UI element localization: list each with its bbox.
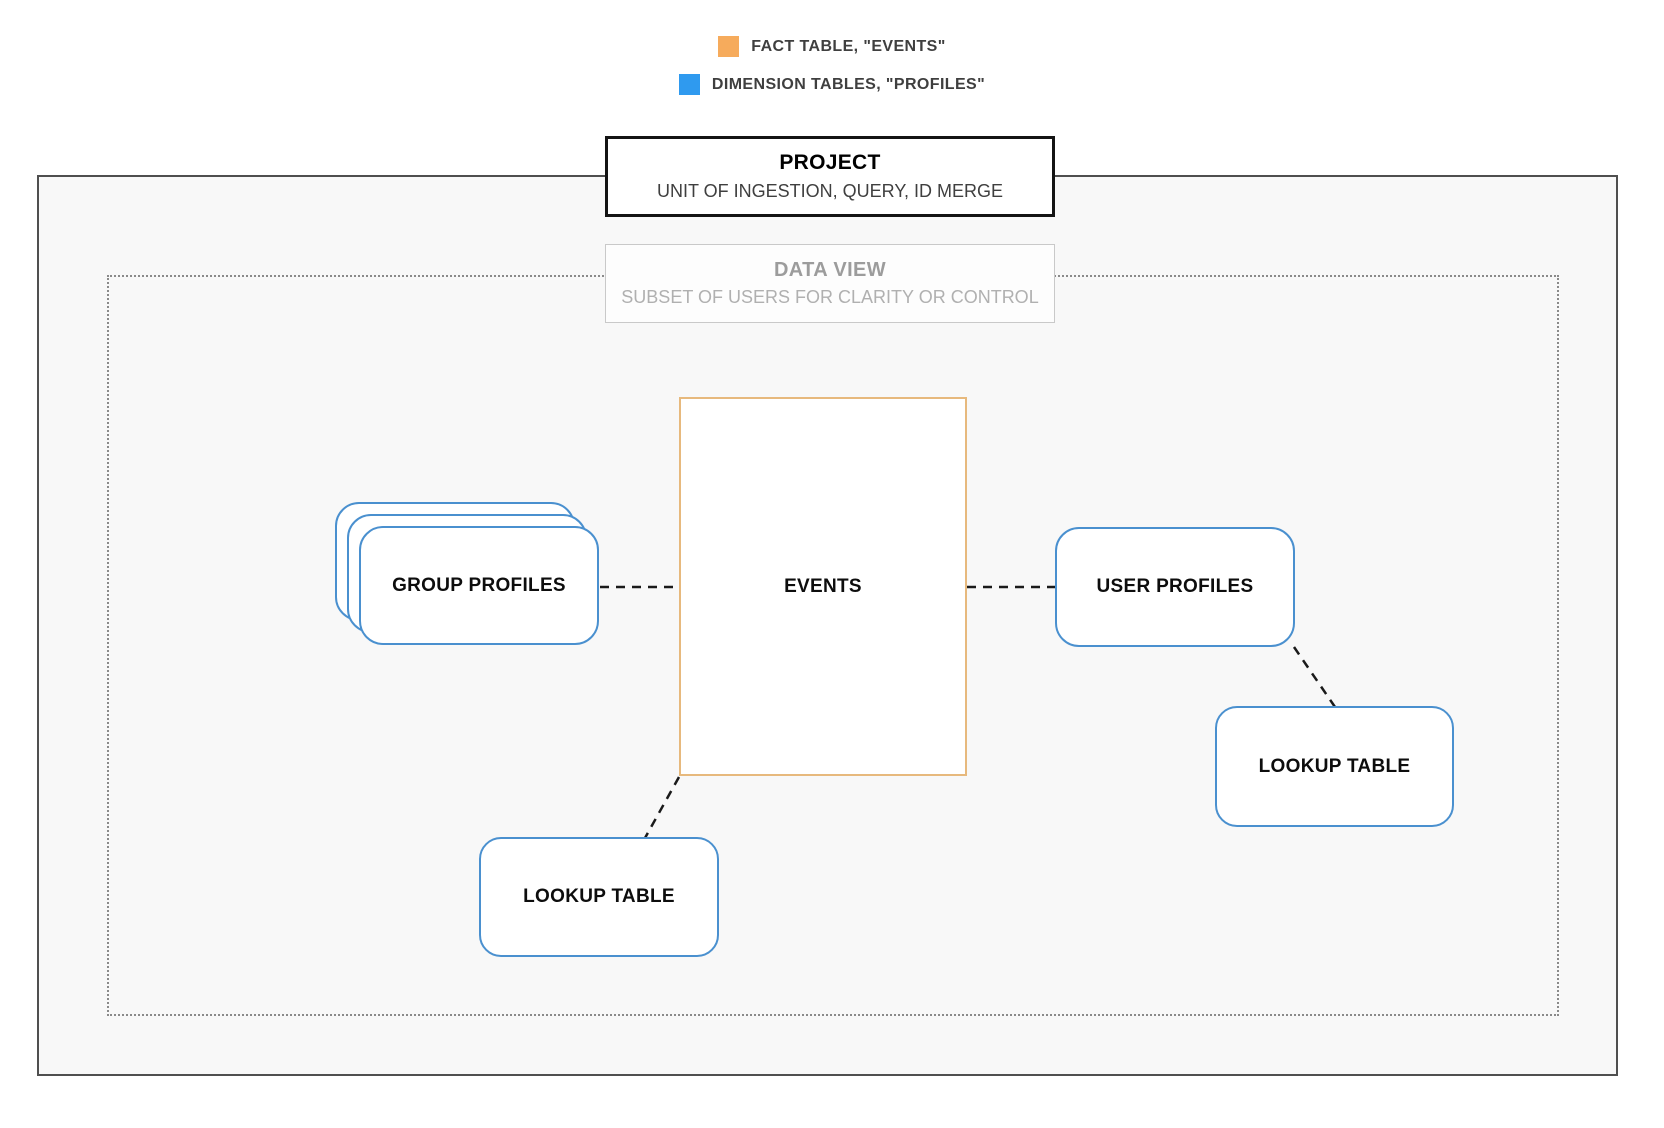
dimension-tables-swatch-icon bbox=[678, 74, 700, 95]
lookup-table-right-node: LOOKUP TABLE bbox=[1215, 706, 1454, 827]
group-profiles-node: GROUP PROFILES bbox=[335, 502, 599, 646]
legend-item-fact-table: FACT TABLE, "EVENTS" bbox=[718, 36, 945, 57]
project-subtitle: UNIT OF INGESTION, QUERY, ID MERGE bbox=[656, 181, 1004, 201]
project-title: PROJECT bbox=[779, 151, 881, 174]
events-node-label: EVENTS bbox=[784, 575, 862, 597]
fact-table-swatch-icon bbox=[718, 36, 740, 57]
lookup-table-left-node-label: LOOKUP TABLE bbox=[523, 886, 675, 907]
fact-table-legend-label: FACT TABLE, "EVENTS" bbox=[751, 37, 946, 55]
lookup-table-left-node: LOOKUP TABLE bbox=[479, 837, 719, 957]
user-profiles-node-label: USER PROFILES bbox=[1096, 576, 1254, 597]
connector-user-profiles-lookup-table-right bbox=[1292, 646, 1337, 708]
legend: FACT TABLE, "EVENTS" DIMENSION TABLES, "… bbox=[0, 36, 1664, 95]
dimension-tables-legend-label: DIMENSION TABLES, "PROFILES" bbox=[711, 75, 986, 93]
lookup-table-right-node-label: LOOKUP TABLE bbox=[1258, 755, 1411, 777]
user-profiles-node: USER PROFILES bbox=[1055, 527, 1295, 647]
connector-events-lookup-table-left bbox=[643, 776, 681, 839]
group-profiles-node-label: GROUP PROFILES bbox=[392, 574, 566, 596]
data-view-subtitle: SUBSET OF USERS FOR CLARITY OR CONTROL bbox=[621, 287, 1039, 307]
project-label-box: PROJECT UNIT OF INGESTION, QUERY, ID MER… bbox=[605, 136, 1055, 217]
events-node: EVENTS bbox=[679, 397, 967, 776]
legend-item-dimension-tables: DIMENSION TABLES, "PROFILES" bbox=[678, 74, 986, 95]
data-view-title: DATA VIEW bbox=[773, 259, 887, 281]
group-profiles-card-front: GROUP PROFILES bbox=[359, 526, 599, 645]
data-view-label-box: DATA VIEW SUBSET OF USERS FOR CLARITY OR… bbox=[605, 244, 1055, 323]
